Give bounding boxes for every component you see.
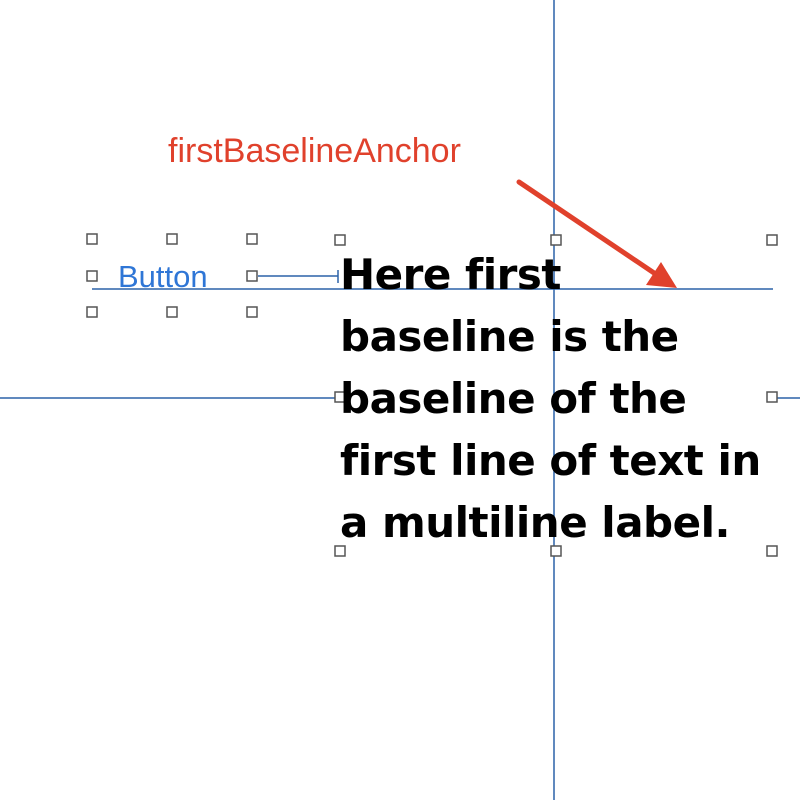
- button-handle-middle-left[interactable]: [86, 270, 98, 282]
- label-handle-top-left[interactable]: [334, 234, 346, 246]
- label-handle-top-center[interactable]: [550, 234, 562, 246]
- annotation-arrow-shaft: [516, 179, 663, 280]
- button[interactable]: Button: [118, 259, 208, 294]
- label-handle-bottom-center[interactable]: [550, 545, 562, 557]
- button-handle-top-center[interactable]: [166, 233, 178, 245]
- label-line: baseline of the: [340, 374, 687, 423]
- label-selection-handles[interactable]: [334, 234, 778, 557]
- button-handle-bottom-center[interactable]: [166, 306, 178, 318]
- first-baseline-anchor-annotation: firstBaselineAnchor: [168, 132, 461, 170]
- label-handle-bottom-left[interactable]: [334, 545, 346, 557]
- label-handle-middle-right[interactable]: [766, 391, 778, 403]
- button-handle-bottom-left[interactable]: [86, 306, 98, 318]
- label-line: first line of text in: [340, 436, 761, 485]
- label-line: baseline is the: [340, 312, 679, 361]
- multiline-label[interactable]: Here first baseline is the baseline of t…: [340, 244, 780, 554]
- label-line: Here first: [340, 250, 561, 299]
- label-handle-middle-left[interactable]: [334, 391, 346, 403]
- label-handle-bottom-right[interactable]: [766, 545, 778, 557]
- label-handle-top-right[interactable]: [766, 234, 778, 246]
- button-handle-top-left[interactable]: [86, 233, 98, 245]
- button-selection-handles[interactable]: [86, 233, 258, 318]
- label-line: a multiline label.: [340, 498, 730, 547]
- button-handle-middle-right[interactable]: [246, 270, 258, 282]
- button-handle-bottom-right[interactable]: [246, 306, 258, 318]
- button-handle-top-right[interactable]: [246, 233, 258, 245]
- annotation-arrow-head: [646, 262, 677, 288]
